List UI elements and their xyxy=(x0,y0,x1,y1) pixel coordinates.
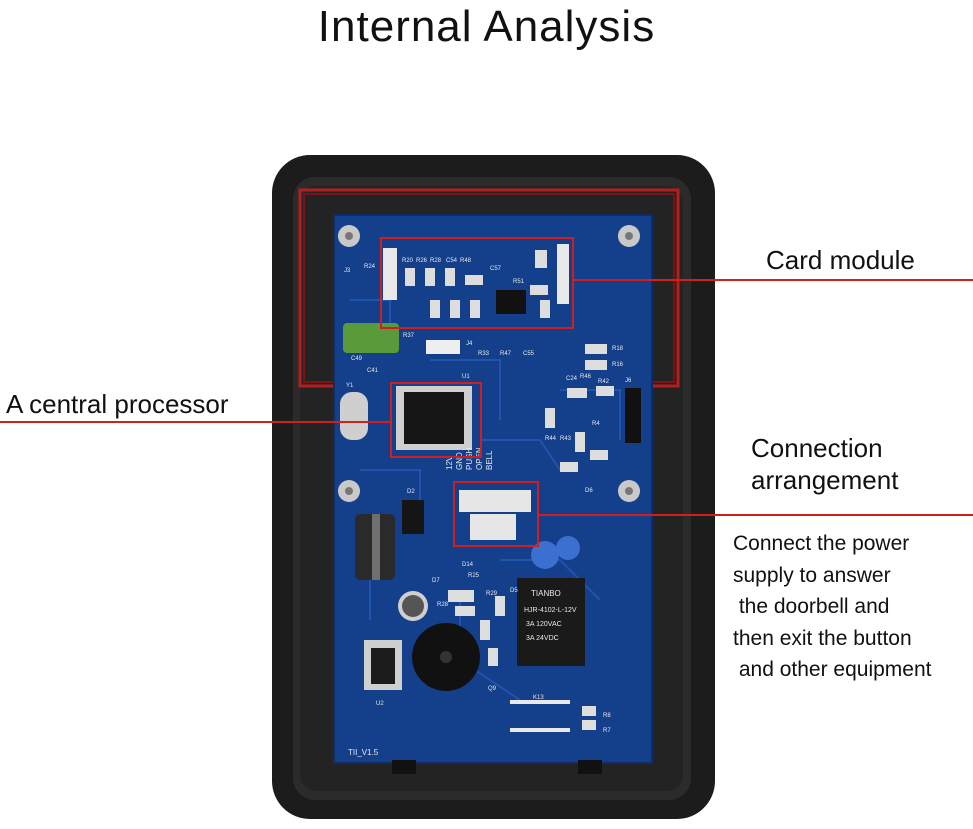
screw-holes xyxy=(338,225,640,502)
terminal-label-0: 12V xyxy=(445,455,454,470)
processor-leader-line xyxy=(0,421,390,423)
relay-model-text: HJR-4102-L-12V xyxy=(524,607,577,614)
jumper-header xyxy=(625,388,641,443)
description-line-5: and other equipment xyxy=(733,658,932,681)
central-processor-label: A central processor xyxy=(6,389,229,419)
component-r46: R46 xyxy=(580,374,592,380)
component-j6: J6 xyxy=(625,378,632,384)
relay-brand-text: TIANBO xyxy=(531,589,561,598)
component-d5: D5 xyxy=(510,588,518,594)
component-c57: C57 xyxy=(490,266,502,272)
component-r44: R44 xyxy=(545,436,557,442)
component-u2: U2 xyxy=(376,701,384,707)
component-r51: R51 xyxy=(513,279,525,285)
component-y1: Y1 xyxy=(346,383,354,389)
component-c24: C24 xyxy=(566,376,578,382)
component-d2: D2 xyxy=(407,489,415,495)
component-r48: R48 xyxy=(460,258,472,264)
card-module-label: Card module xyxy=(766,245,915,275)
description-line-2: supply to answer xyxy=(733,563,891,587)
component-r25: R25 xyxy=(468,573,480,579)
component-r42: R42 xyxy=(598,379,610,385)
component-r8: R8 xyxy=(603,713,611,719)
card-module-leader-line xyxy=(574,279,973,281)
terminal-label-2: PUSH xyxy=(465,448,474,470)
pcb-version-text: TII_V1.5 xyxy=(348,748,379,757)
component-r18: R18 xyxy=(612,346,624,352)
component-r29: R29 xyxy=(486,591,498,597)
component-j3: J3 xyxy=(344,268,351,274)
component-j4: J4 xyxy=(466,341,473,347)
connection-label-line2: arrangement xyxy=(751,465,899,495)
component-r4: R4 xyxy=(592,421,600,427)
terminal-label-1: GND xyxy=(455,452,464,470)
green-capacitor xyxy=(343,323,399,353)
component-k13: K13 xyxy=(533,695,544,701)
card-module-highlight-box xyxy=(380,237,574,329)
component-r16: R16 xyxy=(612,362,624,368)
page-title: Internal Analysis xyxy=(317,2,656,51)
component-r47: R47 xyxy=(500,351,512,357)
component-c41: C41 xyxy=(367,368,379,374)
component-r28b: R28 xyxy=(437,602,449,608)
connector-block xyxy=(459,490,531,540)
terminal-label-3: OPEN xyxy=(475,447,484,470)
component-r7: R7 xyxy=(603,728,611,734)
terminal-label-4: BELL xyxy=(485,450,494,470)
component-d14: D14 xyxy=(462,562,474,568)
component-r28: R28 xyxy=(430,258,442,264)
component-r33: R33 xyxy=(478,351,490,357)
processor-chip xyxy=(396,386,472,450)
relay-rating2-text: 3A 24VDC xyxy=(526,635,559,642)
component-r26: R26 xyxy=(416,258,428,264)
component-d6: D6 xyxy=(585,488,593,494)
card-module-parts xyxy=(383,244,569,318)
component-c54: C54 xyxy=(446,258,458,264)
connection-leader-line xyxy=(539,514,973,516)
processor-highlight-box xyxy=(390,382,482,458)
description-line-4: then exit the button xyxy=(733,626,912,650)
component-c55: C55 xyxy=(523,351,535,357)
component-q9: Q9 xyxy=(488,686,497,692)
component-u1: U1 xyxy=(462,374,470,380)
relay xyxy=(517,578,585,666)
description-line-3: the doorbell and xyxy=(733,595,890,618)
crystal xyxy=(340,392,368,440)
connection-description: Connect the power supply to answer the d… xyxy=(733,528,931,686)
component-c49: C49 xyxy=(351,356,363,362)
component-r43: R43 xyxy=(560,436,572,442)
component-r24: R24 xyxy=(364,264,376,270)
component-r37: R37 xyxy=(403,333,415,339)
component-d7: D7 xyxy=(432,578,440,584)
component-r20: R20 xyxy=(402,258,414,264)
connection-label-line1: Connection xyxy=(751,433,883,463)
relay-rating1-text: 3A 120VAC xyxy=(526,621,562,628)
connector-highlight-box xyxy=(453,481,539,547)
description-line-1: Connect the power xyxy=(733,532,910,555)
